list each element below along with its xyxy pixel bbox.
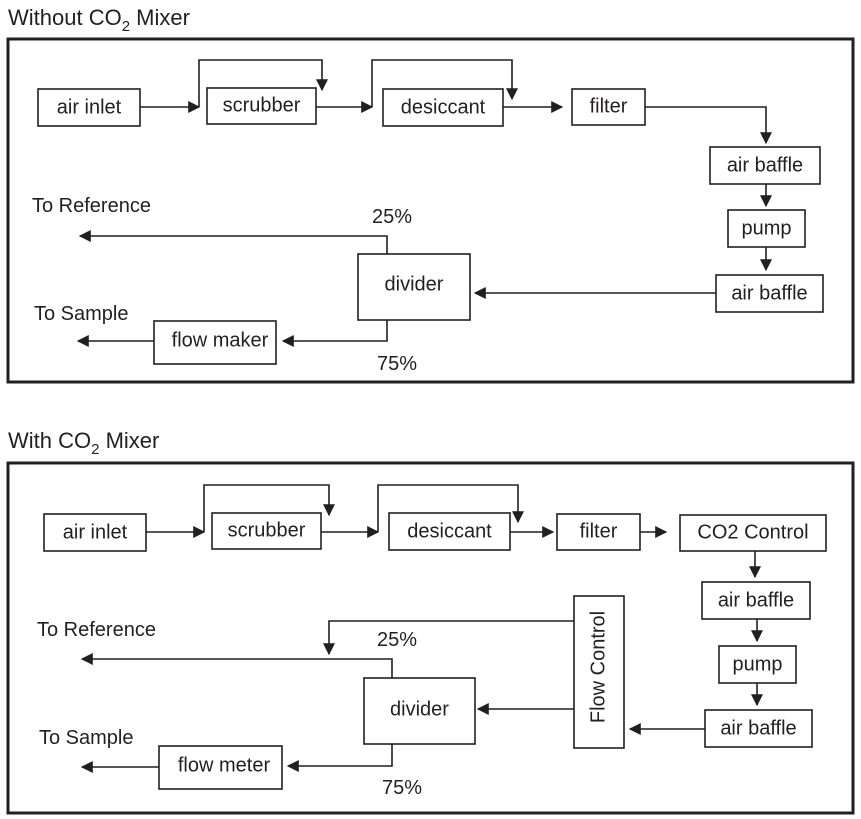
flow-lines <box>80 484 763 773</box>
output-label-reference: To Reference <box>37 619 156 641</box>
split-label-sample: 75% <box>382 777 422 799</box>
node-air-baffle-lower: air baffle <box>704 709 813 748</box>
node-label: air baffle <box>727 154 803 176</box>
node-label: divider <box>390 698 449 720</box>
node-flow-control: Flow Control <box>573 595 625 749</box>
diagram-with-co2-mixer: With CO2 Mixer air inlet sc <box>6 428 855 815</box>
node-label: divider <box>385 273 444 295</box>
node-co2-control: CO2 Control <box>679 514 827 552</box>
node-divider: divider <box>363 677 476 745</box>
node-label: desiccant <box>407 520 492 542</box>
node-label: desiccant <box>401 96 486 118</box>
node-desiccant: desiccant <box>382 88 504 127</box>
split-label-reference: 25% <box>372 206 412 228</box>
arrow-divider-to-reference <box>78 230 388 254</box>
node-filter: filter <box>556 513 641 551</box>
arrow-filter-to-air-baffle <box>645 106 772 145</box>
split-label-reference: 25% <box>377 629 417 651</box>
node-label: filter <box>590 95 628 117</box>
output-label-sample: To Sample <box>34 303 129 325</box>
arrow-divider-to-flow-device <box>281 320 388 347</box>
node-air-baffle-upper: air baffle <box>709 146 821 185</box>
node-label: air baffle <box>718 589 794 611</box>
node-label: pump <box>732 653 782 675</box>
node-label: pump <box>741 217 791 239</box>
node-pump: pump <box>718 645 797 684</box>
node-label: scrubber <box>223 94 301 116</box>
node-label: Flow Control <box>587 611 609 723</box>
node-label: filter <box>580 520 618 542</box>
arrow-divider-to-reference <box>80 653 393 678</box>
diagram-frame <box>6 461 855 815</box>
diagram-title: With CO2 Mixer <box>8 428 159 458</box>
node-air-inlet: air inlet <box>43 513 147 552</box>
node-scrubber: scrubber <box>206 87 317 125</box>
node-flow-maker: flow maker <box>153 320 277 365</box>
arrow-desiccant-bypass <box>371 59 518 107</box>
output-label-sample: To Sample <box>39 727 134 749</box>
arrow-scrubber-bypass <box>203 484 335 532</box>
output-label-reference: To Reference <box>32 195 151 217</box>
node-pump: pump <box>727 209 806 248</box>
node-air-baffle-upper: air baffle <box>701 581 811 620</box>
arrow-desiccant-bypass <box>377 484 524 532</box>
diagram-title: Without CO2 Mixer <box>8 5 190 35</box>
arrow-divider-to-flow-device <box>286 744 393 772</box>
node-flow-meter: flow meter <box>158 745 283 790</box>
node-label: CO2 Control <box>697 521 808 543</box>
node-label: air inlet <box>57 96 122 118</box>
diagram-without-co2-mixer: Without CO2 Mixer air inlet scrubber <box>6 5 855 384</box>
node-label: scrubber <box>228 519 306 541</box>
arrow-flow-control-to-reference <box>323 620 574 656</box>
flow-lines <box>76 59 772 347</box>
diagram-frame <box>6 37 855 384</box>
node-label: air baffle <box>720 717 796 739</box>
node-desiccant: desiccant <box>388 512 511 551</box>
arrow-scrubber-bypass <box>198 59 328 107</box>
node-label: air inlet <box>63 521 128 543</box>
split-label-sample: 75% <box>377 353 417 375</box>
node-air-baffle-lower: air baffle <box>715 274 824 313</box>
node-label: flow maker <box>172 329 269 351</box>
node-divider: divider <box>357 253 471 321</box>
node-filter: filter <box>571 88 646 126</box>
node-air-inlet: air inlet <box>37 88 141 127</box>
node-label: air baffle <box>731 282 807 304</box>
node-scrubber: scrubber <box>211 512 322 550</box>
node-label: flow meter <box>178 754 271 776</box>
